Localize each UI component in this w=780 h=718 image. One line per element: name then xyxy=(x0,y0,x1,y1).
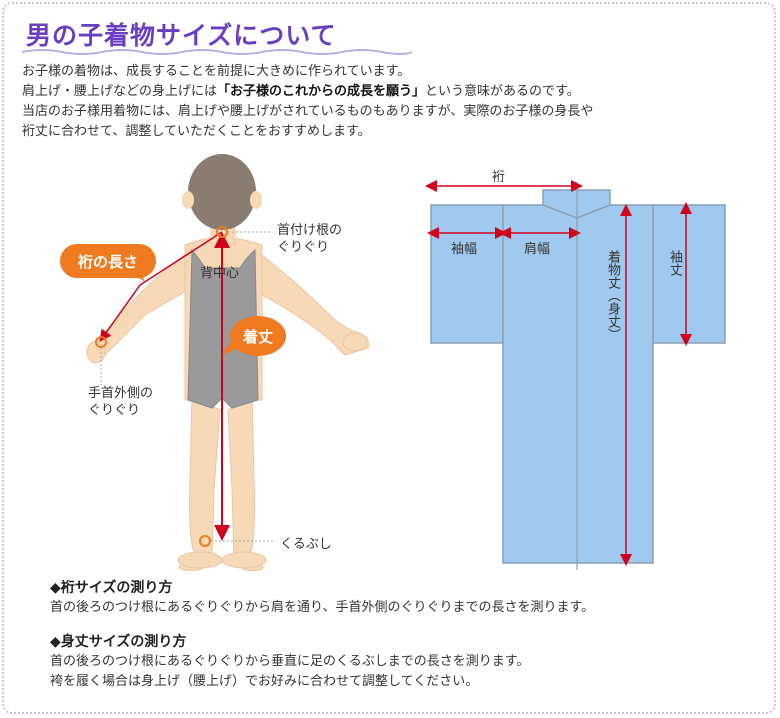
title-underline xyxy=(22,49,412,55)
neck-label: 首付け根の ぐりぐり xyxy=(277,222,342,256)
intro-line-2-bold: 「お子様のこれからの成長を願う」 xyxy=(217,84,426,99)
howto-yuki: ◆裄サイズの測り方 首の後ろのつけ根にあるぐりぐりから肩を通り、手首外側のぐりぐ… xyxy=(50,578,594,618)
yuki-length-badge-label: 裄の長さ xyxy=(77,252,138,271)
yuki-length-badge: 裄の長さ xyxy=(60,244,156,278)
intro-line-2-pre: 肩上げ・腰上げなどの身上げには xyxy=(22,84,218,99)
wrist-label-line-2: ぐりぐり xyxy=(88,403,141,418)
kimono-katahaba-label: 肩幅 xyxy=(524,242,551,257)
kimono-kitake-label: 着物丈（身丈） xyxy=(605,250,620,341)
howto-yuki-text: 首の後ろのつけ根にあるぐりぐりから肩を通り、手首外側のぐりぐりまでの長さを測りま… xyxy=(50,600,595,615)
intro-line-1: お子様の着物は、成長することを前提に大きめに作られています。 xyxy=(22,64,411,79)
wrist-label: 手首外側の ぐりぐり xyxy=(88,385,153,419)
intro-text: お子様の着物は、成長することを前提に大きめに作られています。 肩上げ・腰上げなど… xyxy=(22,62,593,142)
wrist-label-line-1: 手首外側の xyxy=(88,386,154,401)
intro-line-4: 裄丈に合わせて、調整していただくことをおすすめします。 xyxy=(22,124,371,139)
neck-label-line-2: ぐりぐり xyxy=(277,240,330,255)
intro-line-2-post: という意味があるのです。 xyxy=(425,84,580,99)
intro-line-2: 肩上げ・腰上げなどの身上げには「お子様のこれからの成長を願う」という意味があるの… xyxy=(22,82,593,102)
kimono-yuki-label: 裄 xyxy=(492,170,506,185)
howto-mitake: ◆身丈サイズの測り方 首の後ろのつけ根にあるぐりぐりから垂直に足のくるぶしまでの… xyxy=(50,632,529,692)
kitake-badge: 着丈 xyxy=(230,316,286,356)
howto-yuki-title: ◆裄サイズの測り方 xyxy=(50,580,173,596)
neck-label-line-1: 首付け根の xyxy=(277,223,343,238)
howto-mitake-title: ◆身丈サイズの測り方 xyxy=(50,634,187,650)
kimono-sodehaba-label: 袖幅 xyxy=(451,242,478,257)
howto-mitake-text-2: 袴を履く場合は身上げ（腰上げ）でお好みに合わせて調整してください。 xyxy=(50,674,479,689)
kitake-badge-label: 着丈 xyxy=(242,327,273,346)
intro-line-3: 当店のお子様用着物には、肩上げや腰上げがされているものもありますが、実際のお子様… xyxy=(22,104,594,119)
ankle-label: くるぶし xyxy=(280,537,332,552)
kimono-sodetake-label: 袖丈 xyxy=(667,250,682,276)
howto-mitake-text-1: 首の後ろのつけ根にあるぐりぐりから垂直に足のくるぶしまでの長さを測ります。 xyxy=(50,654,530,669)
back-center-label: 背中心 xyxy=(200,266,240,281)
page-title: 男の子着物サイズについて xyxy=(26,21,337,50)
